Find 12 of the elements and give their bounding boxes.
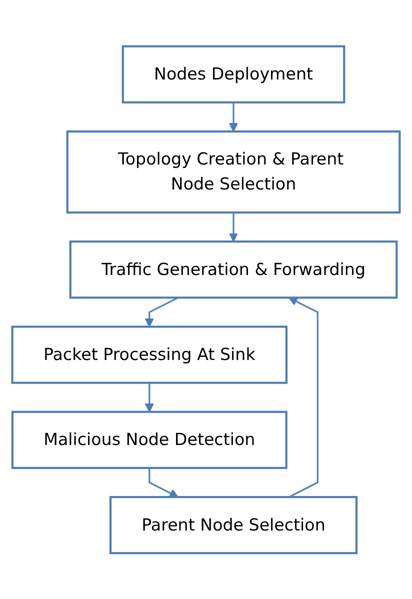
- arrow: [144, 296, 178, 327]
- arrow: [288, 297, 318, 498]
- node-box: Traffic Generation & Forwarding: [69, 240, 398, 298]
- node-box: Topology Creation & Parent Node Selection: [66, 130, 401, 214]
- arrow: [228, 212, 238, 242]
- node-box: Malicious Node Detection: [11, 410, 288, 469]
- node-box: Parent Node Selection: [109, 496, 358, 554]
- node-box: Nodes Deployment: [122, 45, 346, 104]
- node-box: Packet Processing At Sink: [11, 325, 288, 384]
- arrow: [228, 102, 238, 132]
- arrow: [144, 382, 154, 412]
- arrow: [148, 468, 179, 498]
